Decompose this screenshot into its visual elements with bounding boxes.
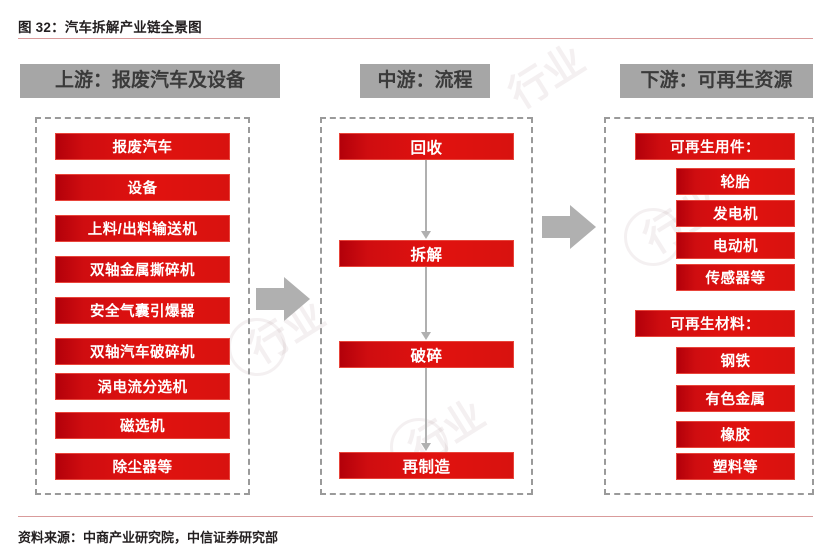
flow-connector-arrowhead-icon — [421, 443, 431, 451]
upstream-item[interactable]: 上料/出料输送机 — [55, 215, 230, 242]
stage-header-upstream: 上游：报废汽车及设备 — [20, 64, 280, 98]
downstream-item[interactable]: 轮胎 — [676, 168, 795, 195]
flow-connector-line — [425, 368, 427, 444]
downstream-item[interactable]: 传感器等 — [676, 264, 795, 291]
figure-title: 图 32：汽车拆解产业链全景图 — [18, 20, 202, 35]
upstream-item[interactable]: 除尘器等 — [55, 453, 230, 480]
watermark-text: 行业 — [501, 37, 593, 118]
stage-arrow-upstream-to-midstream — [256, 277, 312, 321]
downstream-item[interactable]: 电动机 — [676, 232, 795, 259]
arrow-shaft — [542, 216, 572, 238]
upstream-item[interactable]: 涡电流分选机 — [55, 373, 230, 400]
downstream-container — [604, 117, 814, 495]
midstream-container — [320, 117, 533, 495]
arrow-head-icon — [284, 277, 310, 321]
downstream-item[interactable]: 发电机 — [676, 200, 795, 227]
upstream-item[interactable]: 设备 — [55, 174, 230, 201]
title-divider — [18, 38, 813, 39]
downstream-item[interactable]: 塑料等 — [676, 453, 795, 480]
footer-divider — [18, 516, 813, 517]
flow-connector-line — [425, 160, 427, 232]
stage-header-midstream: 中游：流程 — [360, 64, 490, 98]
stage-header-downstream: 下游：可再生资源 — [620, 64, 813, 98]
upstream-item[interactable]: 双轴汽车破碎机 — [55, 338, 230, 365]
upstream-item[interactable]: 磁选机 — [55, 412, 230, 439]
downstream-group-title[interactable]: 可再生用件： — [635, 133, 795, 160]
midstream-step[interactable]: 拆解 — [339, 240, 514, 267]
midstream-step[interactable]: 再制造 — [339, 452, 514, 479]
stage-arrow-midstream-to-downstream — [542, 205, 598, 249]
upstream-item[interactable]: 安全气囊引爆器 — [55, 297, 230, 324]
downstream-group-title[interactable]: 可再生材料： — [635, 310, 795, 337]
midstream-step[interactable]: 破碎 — [339, 341, 514, 368]
flow-connector-arrowhead-icon — [421, 332, 431, 340]
arrow-head-icon — [570, 205, 596, 249]
flow-connector-line — [425, 267, 427, 333]
downstream-item[interactable]: 钢铁 — [676, 347, 795, 374]
upstream-item[interactable]: 报废汽车 — [55, 133, 230, 160]
downstream-item[interactable]: 有色金属 — [676, 385, 795, 412]
midstream-step[interactable]: 回收 — [339, 133, 514, 160]
figure-source: 资料来源：中商产业研究院，中信证券研究部 — [18, 530, 279, 545]
flow-connector-arrowhead-icon — [421, 231, 431, 239]
downstream-item[interactable]: 橡胶 — [676, 421, 795, 448]
upstream-container — [35, 117, 250, 495]
upstream-item[interactable]: 双轴金属撕碎机 — [55, 256, 230, 283]
arrow-shaft — [256, 288, 286, 310]
